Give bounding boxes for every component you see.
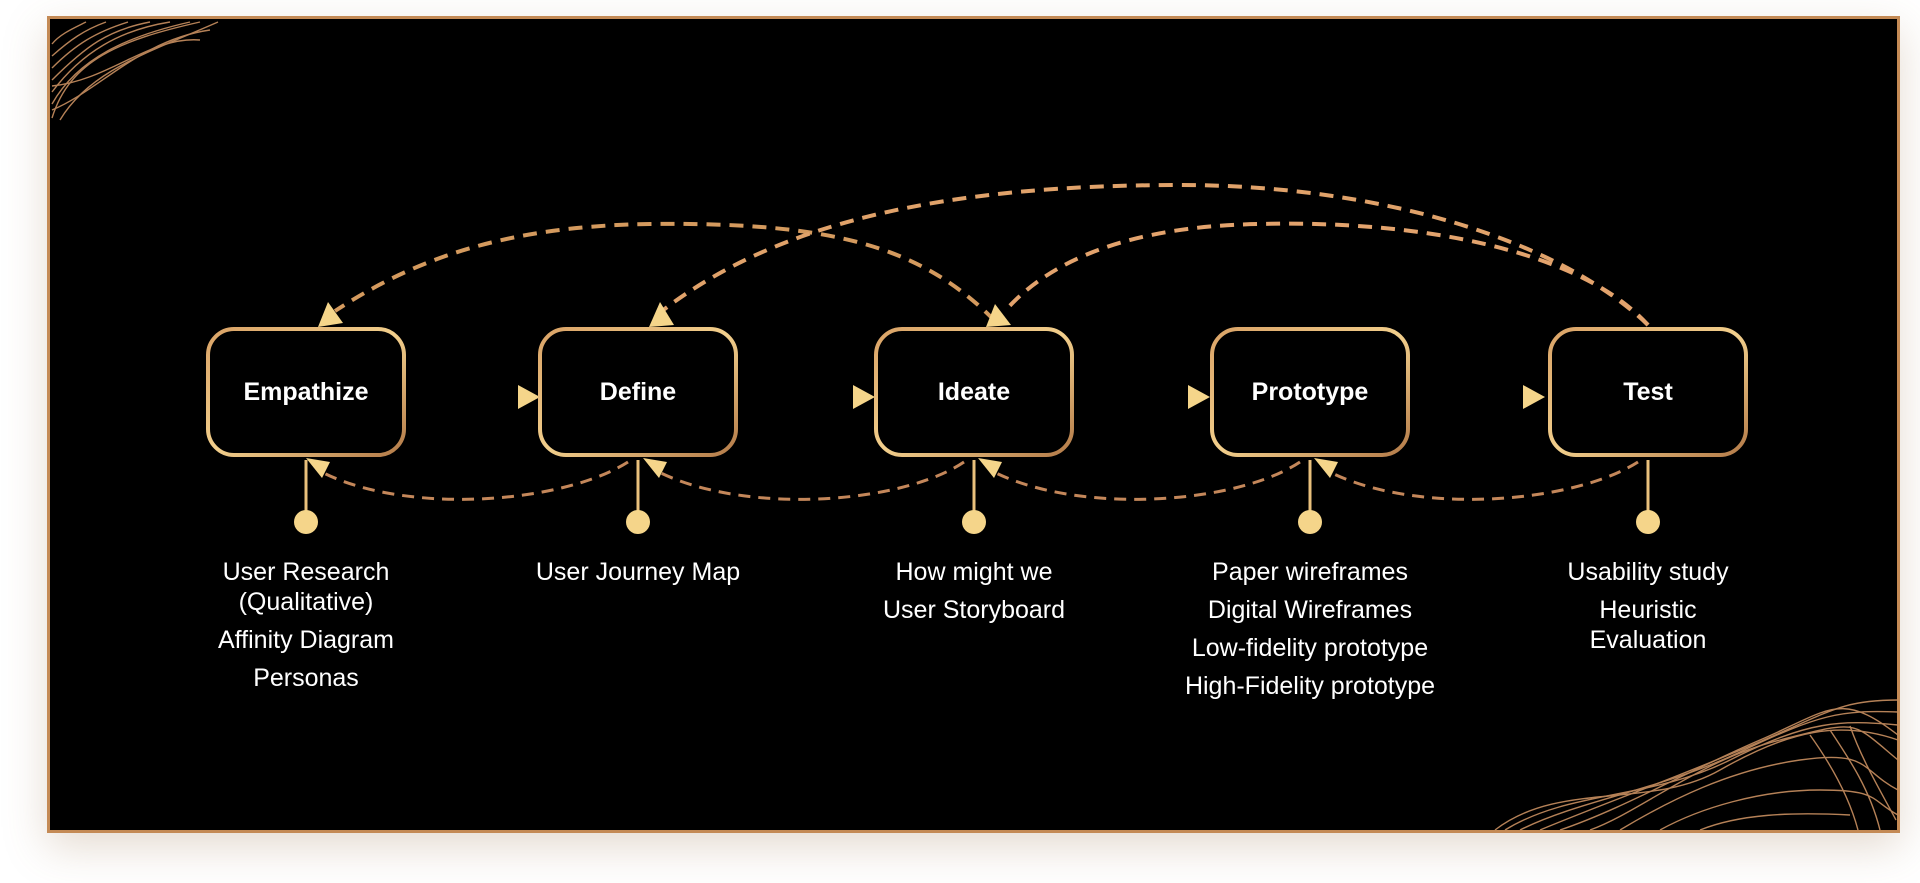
stage-label-empathize: Empathize [243,377,369,406]
wave-ornament-top-left [51,21,219,121]
tool-item: Paper wireframes [1212,558,1408,586]
stage-boxes [206,327,1748,457]
tools-test: Usability study Heuristic Evaluation [1488,557,1808,663]
stage-box-define [538,327,738,457]
arrow-ideate-to-prototype-head [1188,385,1210,409]
connector-dot-empathize [294,510,318,534]
arc-define-to-empathize [317,460,629,501]
arc-prototype-to-ideate [989,460,1301,501]
tools-ideate: How might we User Storyboard [814,557,1134,633]
arc-ideate-to-empathize [333,221,997,323]
wave-ornament-bottom-right [1494,699,1899,831]
connector-dot-test [1636,510,1660,534]
arrowhead-ideate-bottom [978,458,1002,478]
tool-item: Heuristic Evaluation [1589,596,1707,654]
tools-empathize: User Research (Qualitative) Affinity Dia… [146,557,466,701]
stage-box-ideate [874,327,1074,457]
arrowhead-prototype-bottom [1314,458,1338,478]
arrowhead-empathize-bottom [306,458,330,478]
stage-prototype: Prototype [1212,329,1408,455]
arrowhead-ideate-top [986,304,1011,327]
tool-item: Low-fidelity prototype [1191,634,1429,662]
tool-item: High-Fidelity prototype [1184,672,1436,700]
tools-prototype: Paper wireframes Digital Wireframes Low-… [1150,557,1470,709]
stage-ideate: Ideate [876,329,1072,455]
arc-arrowheads-bottom [306,458,1338,478]
tool-item: User Research (Qualitative) [222,558,390,616]
stage-empathize: Empathize [208,329,404,455]
stage-label-define: Define [599,377,677,406]
tool-item: How might we [895,558,1053,586]
stage-test: Test [1550,329,1746,455]
stage-box-test [1548,327,1748,457]
connector-dot-define [626,510,650,534]
arrowhead-empathize-top [318,302,343,327]
tool-connectors [294,460,1660,534]
feedback-arcs-top [333,182,1650,327]
tool-item: Affinity Diagram [218,626,394,654]
tool-item: Digital Wireframes [1207,596,1413,624]
stage-label-ideate: Ideate [937,377,1011,406]
tool-item: User Journey Map [535,558,741,586]
arrow-empathize-to-define-head [518,385,540,409]
tool-item: Personas [253,664,359,692]
arrow-define-to-ideate-head [853,385,875,409]
tool-item: Usability study [1567,558,1729,586]
arc-ideate-to-define [654,460,965,501]
connector-dot-prototype [1298,510,1322,534]
stage-label-prototype: Prototype [1251,377,1369,406]
arrow-prototype-to-test-head [1523,385,1545,409]
connector-dot-ideate [962,510,986,534]
stage-define: Define [540,329,736,455]
stage-label-test: Test [1623,377,1673,406]
arrowhead-define-bottom [643,458,667,478]
arc-test-to-prototype [1325,460,1639,501]
arc-arrowheads-top [318,302,1011,327]
arc-test-to-define [660,182,1650,327]
stage-box-empathize [206,327,406,457]
stage-box-prototype [1210,327,1410,457]
feedback-arcs-bottom [317,460,1639,501]
arrowhead-define-top [649,302,674,327]
tools-define: User Journey Map [478,557,798,595]
tool-item: User Storyboard [882,596,1066,624]
arc-test-to-ideate [1003,221,1650,327]
forward-arrows [408,385,1545,409]
